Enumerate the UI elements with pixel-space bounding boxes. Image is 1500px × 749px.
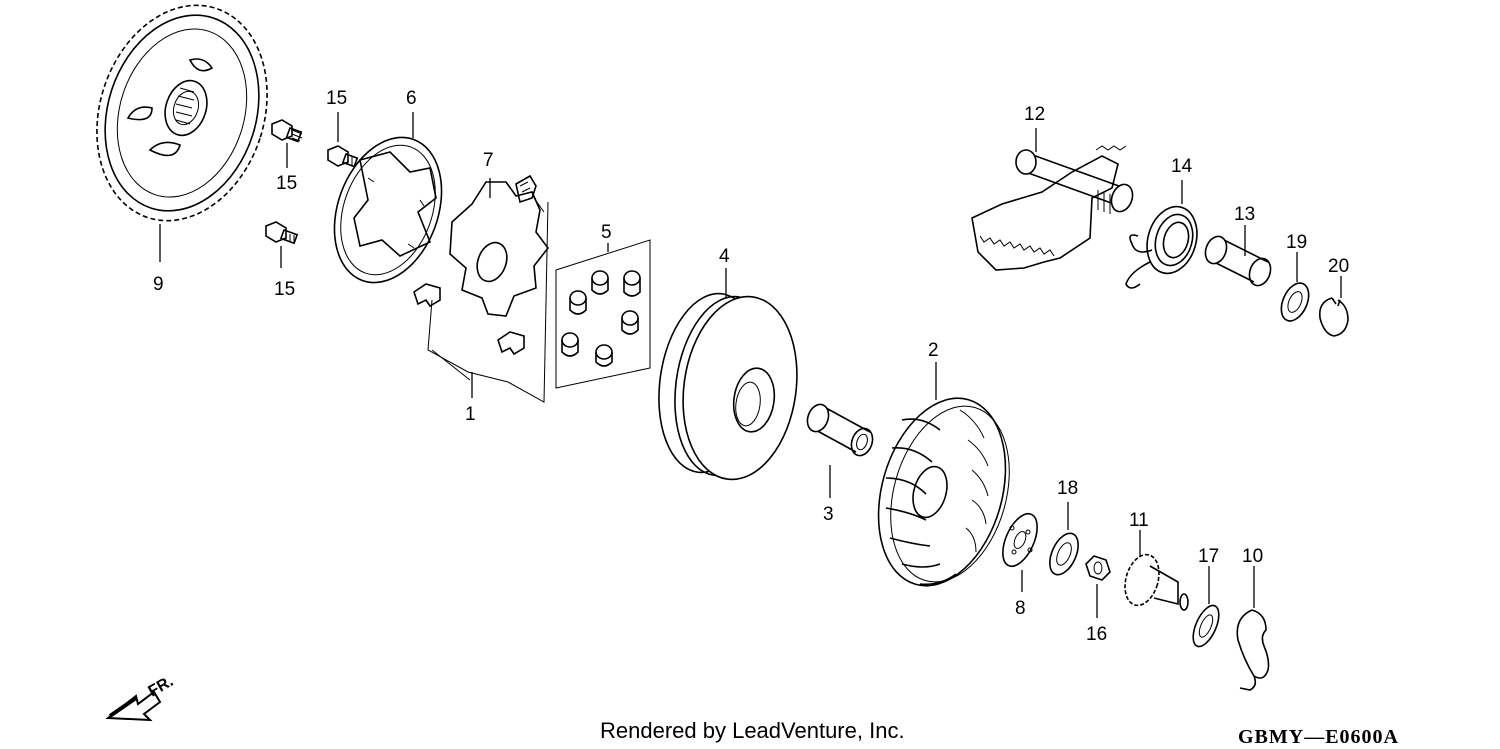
callout-1: 1 bbox=[465, 404, 476, 425]
part-15-bolt-a bbox=[271, 119, 303, 143]
part-12-kick-spindle bbox=[971, 145, 1134, 271]
front-direction-arrow-icon bbox=[105, 690, 162, 722]
callout-15-c: 15 bbox=[326, 88, 347, 109]
callout-6: 6 bbox=[406, 88, 417, 109]
part-6-ramp-plate bbox=[333, 136, 443, 284]
part-2-fan bbox=[877, 397, 1010, 587]
part-10-spring-clip bbox=[1236, 609, 1270, 691]
part-4-drive-face bbox=[658, 292, 798, 481]
part-20-circlip bbox=[1318, 297, 1349, 337]
callout-10: 10 bbox=[1242, 546, 1263, 567]
callout-15-a: 15 bbox=[276, 173, 297, 194]
part-19-washer bbox=[1280, 282, 1310, 322]
callout-14: 14 bbox=[1171, 156, 1193, 177]
callout-12: 12 bbox=[1024, 104, 1045, 125]
callout-15-b: 15 bbox=[274, 279, 295, 300]
part-15-bolt-b bbox=[265, 221, 299, 245]
callout-17: 17 bbox=[1198, 546, 1219, 567]
part-13-collar bbox=[1204, 235, 1272, 287]
callout-11: 11 bbox=[1129, 510, 1149, 531]
rendered-by-credit: Rendered by LeadVenture, Inc. bbox=[600, 718, 905, 743]
callout-7: 7 bbox=[483, 150, 494, 171]
part-5-weight-rollers bbox=[555, 239, 651, 389]
callout-8: 8 bbox=[1015, 598, 1026, 619]
callout-4: 4 bbox=[719, 246, 730, 267]
part-9-driven-gear bbox=[96, 4, 268, 222]
part-15-bolt-c bbox=[327, 145, 359, 168]
part-16-nut bbox=[1085, 555, 1111, 581]
part-11-starter-pinion bbox=[1124, 553, 1189, 611]
part-3-collar bbox=[806, 403, 874, 457]
callout-3: 3 bbox=[823, 504, 834, 525]
callout-20: 20 bbox=[1328, 256, 1349, 277]
callout-16: 16 bbox=[1086, 624, 1107, 645]
part-8-plate bbox=[1002, 512, 1038, 568]
callout-2: 2 bbox=[928, 340, 939, 361]
callout-5: 5 bbox=[601, 222, 612, 243]
part-7-slider-plate bbox=[449, 174, 550, 317]
callout-13: 13 bbox=[1234, 204, 1255, 225]
callout-18: 18 bbox=[1057, 478, 1078, 499]
part-1-slider-set bbox=[413, 197, 549, 403]
callout-19: 19 bbox=[1286, 232, 1307, 253]
part-18-washer bbox=[1049, 532, 1079, 576]
callout-9: 9 bbox=[153, 274, 164, 295]
part-14-kick-spring bbox=[1125, 205, 1198, 289]
part-17-washer bbox=[1192, 604, 1220, 648]
diagram-code: GBMY—E0600A bbox=[1238, 726, 1399, 748]
